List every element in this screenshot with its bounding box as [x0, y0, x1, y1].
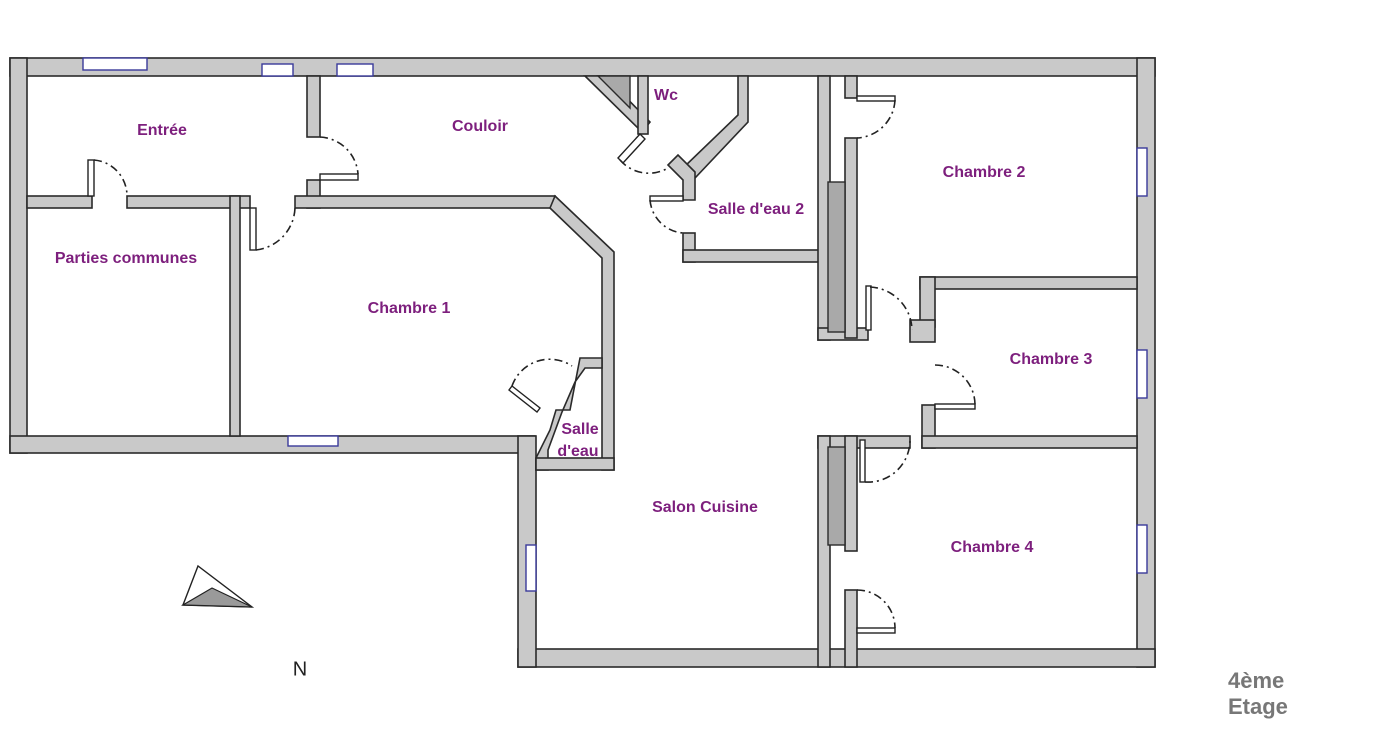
room-label-salle-eau-line1: Salle: [561, 421, 599, 438]
north-label: N: [292, 658, 308, 681]
room-label-salle-eau-2: Salle d'eau 2: [707, 201, 805, 218]
room-label-chambre-1: Chambre 1: [367, 300, 451, 317]
compass-arrow-icon: [180, 564, 255, 608]
room-label-chambre-2: Chambre 2: [942, 164, 1026, 181]
room-label-couloir: Couloir: [452, 118, 508, 135]
room-label-parties-communes: Parties communes: [54, 250, 198, 267]
room-label-wc: Wc: [654, 87, 678, 104]
room-label-salon-cuisine: Salon Cuisine: [652, 499, 758, 516]
walls: [9, 57, 1156, 668]
windows: [82, 57, 1148, 592]
room-label-chambre-3: Chambre 3: [1009, 351, 1093, 368]
floor-label: 4ème Etage: [1228, 668, 1288, 719]
doors: [87, 95, 976, 634]
room-label-entree: Entrée: [137, 122, 187, 139]
room-label-salle-eau-line2: d'eau: [557, 443, 599, 460]
room-label-chambre-4: Chambre 4: [950, 539, 1034, 556]
